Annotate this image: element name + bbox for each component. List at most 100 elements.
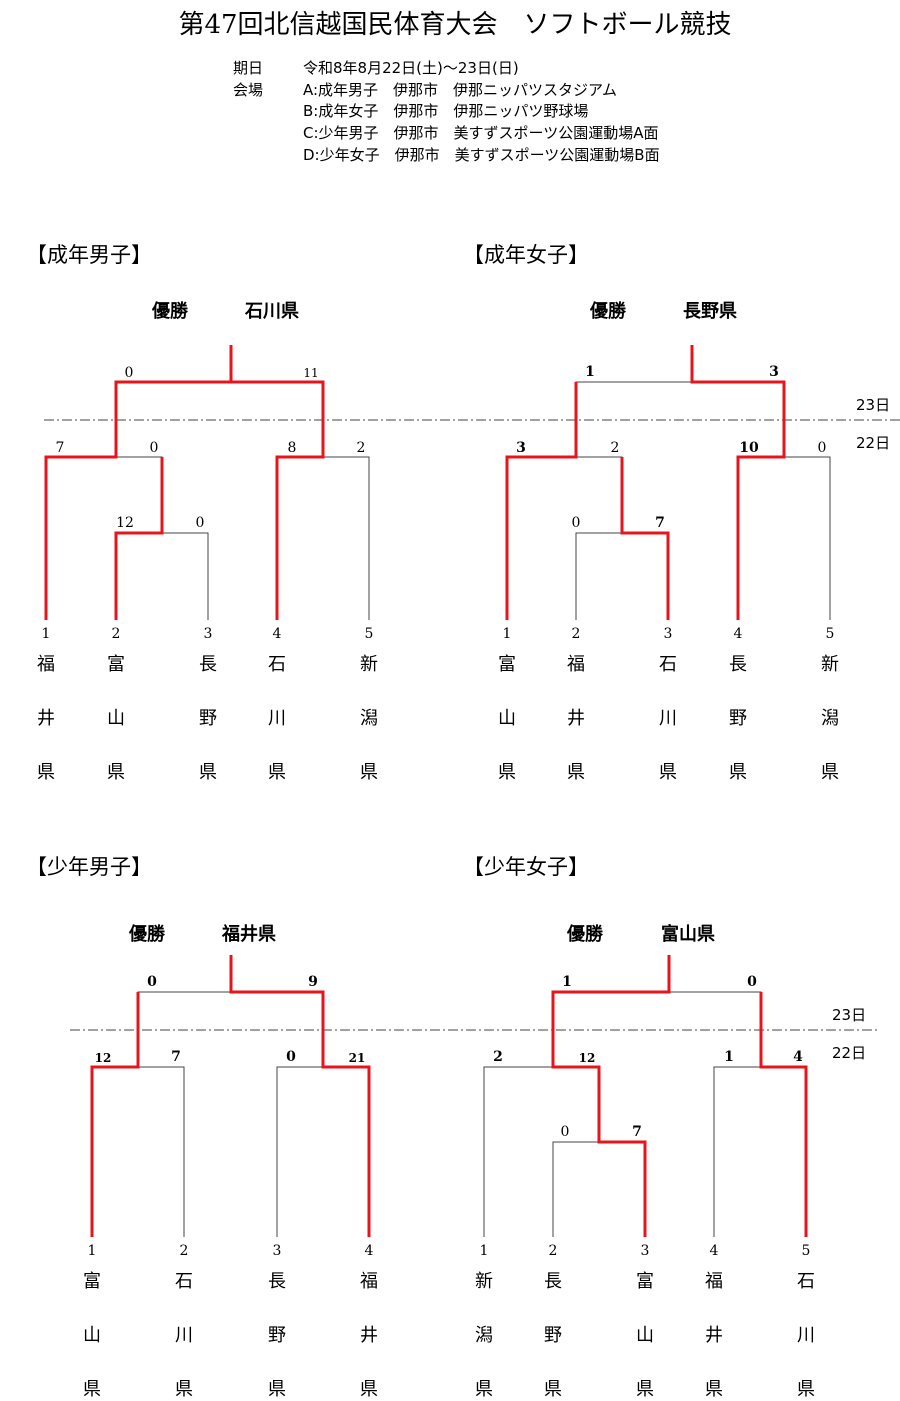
score: 0 [124, 365, 134, 381]
team-name-char: 県 [498, 762, 516, 783]
score: 1 [724, 1049, 734, 1065]
team-name-char: 新 [360, 654, 378, 675]
team-name-char: 井 [705, 1325, 723, 1346]
page-title: 第47回北信越国民体育大会 ソフトボール競技 [178, 10, 732, 40]
score: 0 [571, 515, 581, 531]
team-name-char: 石 [797, 1271, 815, 1292]
team-seed: 5 [801, 1243, 811, 1259]
team-name-char: 県 [821, 762, 839, 783]
team-seed: 4 [733, 626, 743, 642]
winner-line [759, 992, 808, 1237]
team-name-char: 県 [175, 1379, 193, 1400]
score: 12 [116, 515, 134, 531]
venue-d: D:少年女子 伊那市 美すずスポーツ公園運動場B面 [303, 146, 660, 164]
score: 21 [348, 1051, 366, 1065]
team-name-char: 県 [567, 762, 585, 783]
score: 12 [578, 1051, 596, 1065]
score: 0 [817, 440, 827, 456]
team-name-char: 富 [83, 1271, 101, 1292]
bracket-heading-adult-women: 【成年女子】 [463, 243, 589, 267]
score: 0 [560, 1124, 570, 1140]
bracket-line [506, 456, 623, 620]
champion-label: 優勝 [590, 301, 626, 322]
team-seed: 3 [272, 1243, 282, 1259]
team-name-char: 県 [729, 762, 747, 783]
team-name-char: 県 [636, 1379, 654, 1400]
score: 7 [632, 1124, 642, 1140]
score: 4 [793, 1049, 803, 1065]
bracket-line [45, 456, 163, 620]
team-seed: 2 [571, 626, 581, 642]
winner-line [231, 380, 325, 620]
bracket-line [737, 456, 831, 620]
team-seed: 1 [87, 1243, 97, 1259]
score: 9 [308, 974, 318, 990]
score: 0 [149, 440, 159, 456]
date-label: 期日 [233, 59, 264, 77]
team-name-char: 潟 [360, 708, 378, 729]
bracket-heading-youth-boys: 【少年男子】 [26, 855, 152, 879]
score: 0 [147, 974, 157, 990]
team-name-char: 長 [268, 1271, 286, 1292]
team-seed: 4 [709, 1243, 719, 1259]
team-name-char: 野 [268, 1325, 286, 1346]
bracket-line [483, 1066, 600, 1237]
champion-label: 優勝 [567, 924, 603, 945]
champion-team: 福井県 [222, 924, 276, 945]
team-seed: 4 [364, 1243, 374, 1259]
team-name-char: 県 [797, 1379, 815, 1400]
winner-line [44, 345, 233, 620]
team-seed: 3 [203, 626, 213, 642]
bracket-line [91, 1066, 185, 1237]
bracket-line [276, 456, 370, 620]
winner-line [690, 345, 786, 620]
champion-team: 富山県 [661, 924, 715, 945]
winner-line [551, 955, 671, 1237]
bracket-line [575, 532, 669, 620]
score: 2 [356, 440, 366, 456]
team-name-char: 県 [83, 1379, 101, 1400]
team-name-char: 野 [729, 708, 747, 729]
team-name-char: 県 [475, 1379, 493, 1400]
team-name-char: 石 [175, 1271, 193, 1292]
team-name-char: 野 [199, 708, 217, 729]
team-seed: 2 [548, 1243, 558, 1259]
team-name-char: 井 [37, 708, 55, 729]
team-name-char: 川 [268, 708, 286, 729]
team-seed: 1 [479, 1243, 489, 1259]
score: 11 [303, 366, 319, 380]
team-name-char: 井 [360, 1325, 378, 1346]
score: 12 [94, 1051, 112, 1065]
score: 2 [610, 440, 620, 456]
team-name-char: 川 [659, 708, 677, 729]
team-name-char: 富 [636, 1271, 654, 1292]
score: 8 [287, 440, 297, 456]
day-label-22-top: 22日 [856, 434, 891, 452]
team-seed: 5 [825, 626, 835, 642]
team-seed: 4 [272, 626, 282, 642]
bracket-line [276, 1066, 370, 1237]
bracket-line [552, 1141, 646, 1237]
team-seed: 2 [179, 1243, 189, 1259]
team-name-char: 石 [659, 654, 677, 675]
team-name-char: 潟 [475, 1325, 493, 1346]
score: 10 [739, 440, 759, 456]
team-name-char: 山 [636, 1325, 654, 1346]
team-name-char: 新 [475, 1271, 493, 1292]
team-seed: 1 [502, 626, 512, 642]
score: 1 [562, 974, 572, 990]
champion-label: 優勝 [129, 924, 165, 945]
winner-line [90, 992, 140, 1237]
team-name-char: 福 [567, 654, 585, 675]
bracket-line [713, 1066, 807, 1237]
team-name-char: 県 [199, 762, 217, 783]
champion-team: 石川県 [245, 301, 299, 322]
team-name-char: 県 [360, 1379, 378, 1400]
team-name-char: 井 [567, 708, 585, 729]
team-name-char: 福 [360, 1271, 378, 1292]
score: 0 [195, 515, 205, 531]
score: 7 [171, 1049, 181, 1065]
score: 2 [493, 1049, 503, 1065]
champion-team: 長野県 [683, 301, 737, 322]
score: 1 [585, 364, 595, 380]
